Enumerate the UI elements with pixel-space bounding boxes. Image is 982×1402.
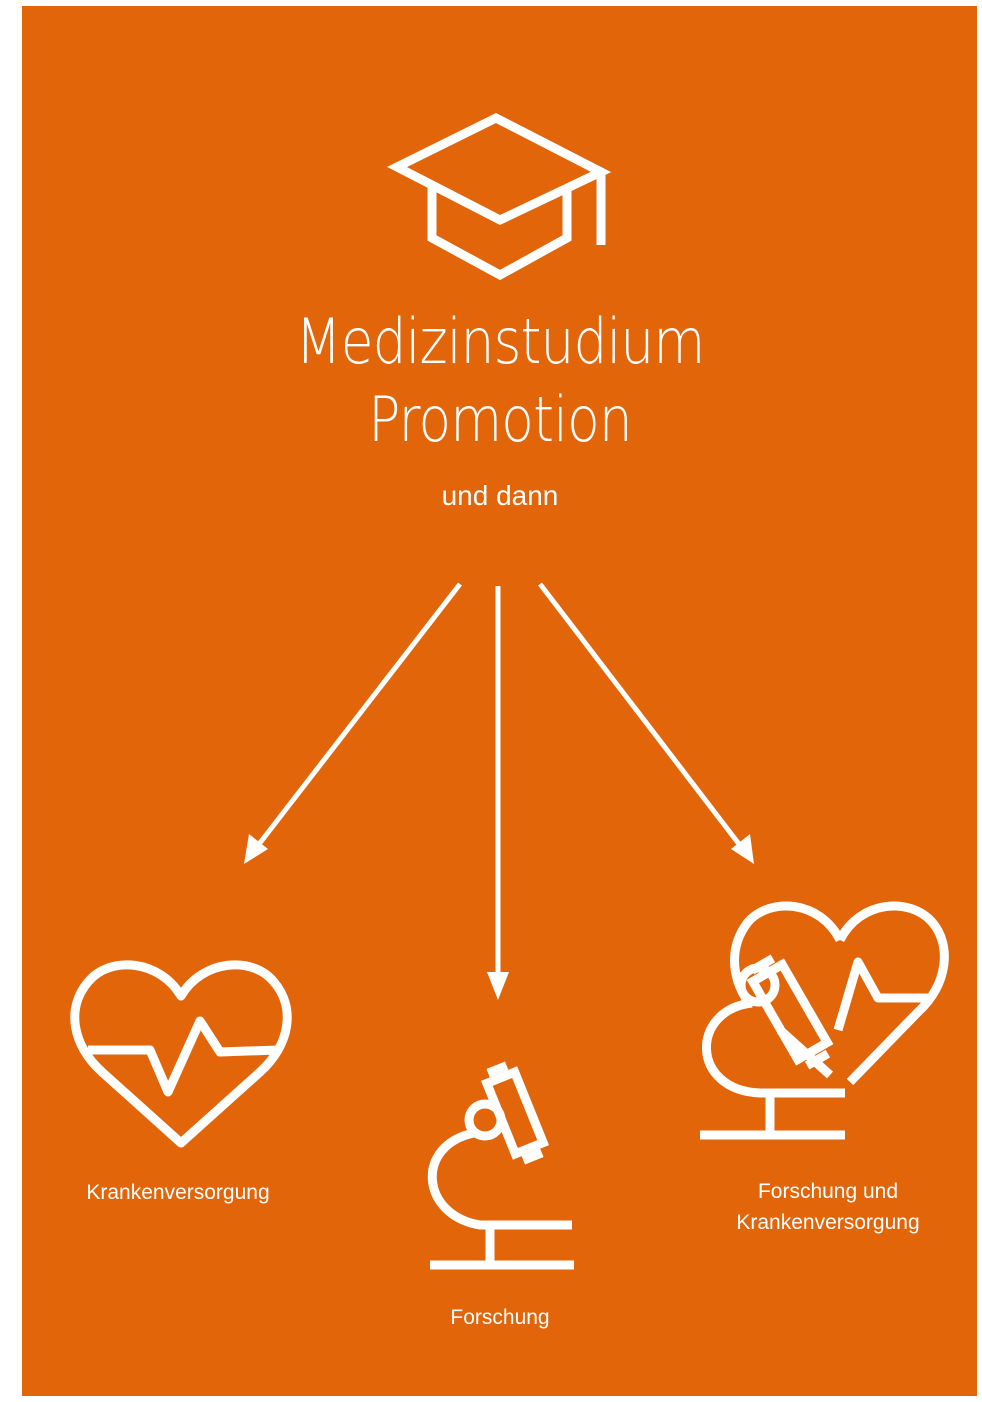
- title-line-1: Medizinstudium: [295, 305, 706, 378]
- subtitle: und dann: [441, 480, 559, 511]
- label-forschung: Forschung: [450, 1306, 550, 1329]
- heart-microscope-icon: [700, 901, 949, 1140]
- microscope-icon: [427, 1061, 574, 1270]
- heart-pulse-icon: [70, 960, 292, 1148]
- label-forschung-und: Forschung und: [757, 1180, 899, 1203]
- title-line-2: Promotion: [368, 383, 632, 456]
- arrow-right: [538, 582, 754, 864]
- arrow-left: [244, 582, 462, 864]
- label-krankenversorgung-right: Krankenversorgung: [736, 1211, 920, 1234]
- label-krankenversorgung: Krankenversorgung: [86, 1181, 270, 1204]
- graduation-cap-icon: [387, 112, 612, 281]
- arrow-center: [487, 586, 509, 1000]
